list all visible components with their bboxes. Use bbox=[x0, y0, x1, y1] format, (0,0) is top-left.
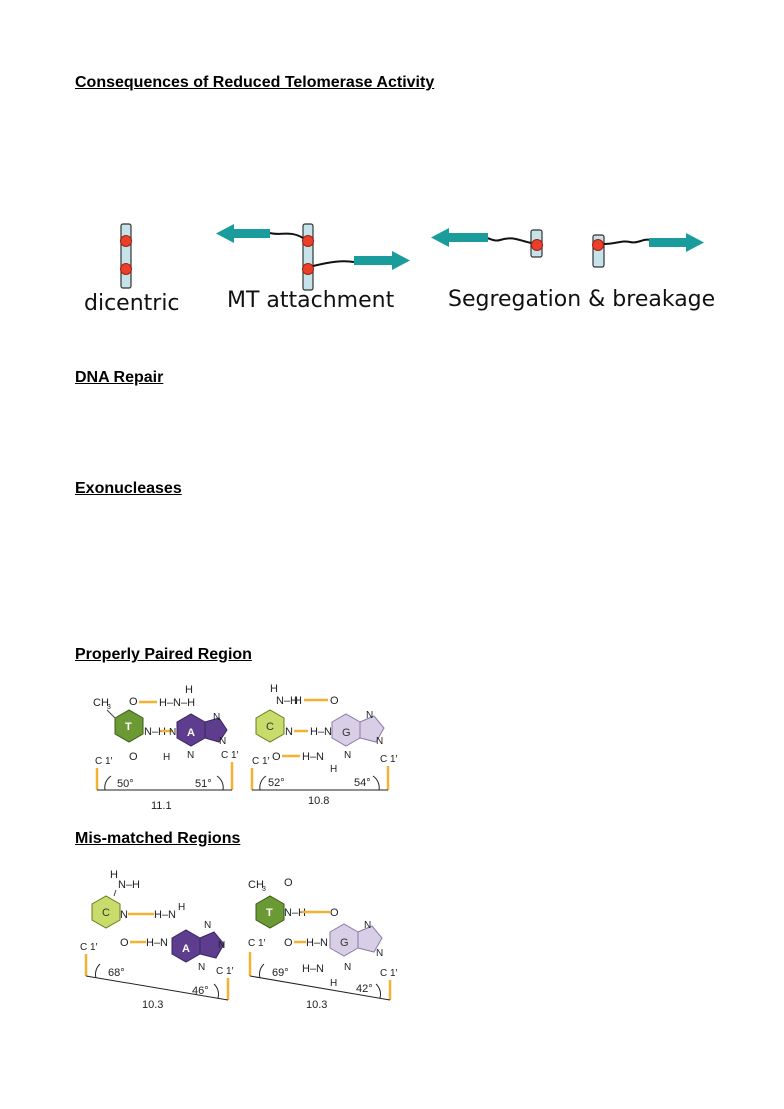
svg-text:C 1′: C 1′ bbox=[252, 756, 270, 767]
label-dicentric: dicentric bbox=[84, 291, 180, 316]
svg-text:3: 3 bbox=[107, 704, 111, 711]
angle-left: 68° bbox=[108, 967, 125, 979]
svg-text:N: N bbox=[120, 909, 128, 921]
c1-distance: 11.1 bbox=[151, 800, 172, 812]
svg-text:N: N bbox=[364, 920, 371, 931]
angle-right: 46° bbox=[192, 985, 209, 997]
svg-text:N: N bbox=[366, 710, 373, 721]
base-pair-t-g-mismatch: CH 3 O T N–H O O H–N G N N N H–N H C 1′ … bbox=[248, 877, 398, 1011]
svg-text:H: H bbox=[270, 683, 278, 695]
svg-text:N–H: N–H bbox=[144, 726, 166, 738]
svg-text:N: N bbox=[169, 727, 176, 738]
svg-text:O: O bbox=[330, 695, 339, 707]
heading-exonucleases: Exonucleases bbox=[75, 480, 182, 497]
base-pair-t-a: CH 3 T O H–N–H H N–H O A N N N N H C 1′ … bbox=[93, 684, 239, 812]
svg-text:N: N bbox=[204, 920, 211, 931]
c1-distance: 10.3 bbox=[142, 999, 163, 1011]
svg-text:C 1′: C 1′ bbox=[248, 938, 266, 949]
svg-text:H: H bbox=[178, 902, 185, 913]
svg-text:N: N bbox=[213, 712, 220, 723]
svg-text:H–N: H–N bbox=[146, 937, 168, 949]
svg-text:N: N bbox=[218, 940, 225, 951]
heading-telomerase: Consequences of Reduced Telomerase Activ… bbox=[75, 74, 435, 91]
svg-text:A: A bbox=[187, 727, 195, 739]
right-spindle-arrow bbox=[354, 251, 410, 270]
svg-text:T: T bbox=[125, 721, 132, 733]
svg-text:C 1′: C 1′ bbox=[380, 968, 398, 979]
dicentric-chromosome-figure: dicentric MT attachment Segregation & br… bbox=[84, 223, 715, 316]
dicentric-chromosome bbox=[120, 223, 132, 289]
svg-text:H–N: H–N bbox=[310, 726, 332, 738]
svg-text:H: H bbox=[163, 752, 170, 763]
svg-text:N: N bbox=[198, 962, 205, 973]
svg-text:H: H bbox=[330, 978, 337, 989]
svg-text:N–H: N–H bbox=[276, 695, 298, 707]
svg-text:3: 3 bbox=[262, 886, 266, 893]
svg-text:O: O bbox=[120, 937, 129, 949]
svg-text:H–N: H–N bbox=[302, 963, 324, 975]
svg-text:O: O bbox=[330, 907, 339, 919]
svg-text:O: O bbox=[129, 696, 138, 708]
angle-right: 42° bbox=[356, 983, 373, 995]
svg-text:N: N bbox=[285, 726, 293, 738]
svg-text:H–N: H–N bbox=[302, 751, 324, 763]
svg-text:O: O bbox=[284, 877, 293, 889]
svg-text:C 1′: C 1′ bbox=[95, 756, 113, 767]
svg-text:A: A bbox=[182, 943, 190, 955]
segregation-right-arrow bbox=[649, 233, 704, 252]
angle-right: 51° bbox=[195, 778, 212, 790]
svg-text:H–N–H: H–N–H bbox=[159, 697, 195, 709]
svg-text:N: N bbox=[344, 962, 351, 973]
heading-dna-repair: DNA Repair bbox=[75, 369, 164, 386]
svg-text:N: N bbox=[219, 736, 226, 747]
angle-left: 69° bbox=[272, 967, 289, 979]
svg-text:G: G bbox=[340, 937, 349, 949]
svg-text:C 1′: C 1′ bbox=[221, 750, 239, 761]
broken-chromosome-right bbox=[592, 234, 651, 268]
label-segregation-breakage: Segregation & breakage bbox=[448, 287, 715, 312]
thymine-ring bbox=[114, 709, 144, 743]
angle-left: 52° bbox=[268, 777, 285, 789]
svg-text:H: H bbox=[330, 764, 337, 775]
cytosine-ring bbox=[255, 709, 285, 743]
svg-text:N–H: N–H bbox=[118, 879, 140, 891]
thymine-ring bbox=[255, 895, 285, 929]
svg-text:N: N bbox=[376, 948, 383, 959]
svg-text:H–N: H–N bbox=[154, 909, 176, 921]
svg-text:N: N bbox=[344, 750, 351, 761]
heading-mismatched: Mis-matched Regions bbox=[75, 830, 241, 847]
svg-text:H: H bbox=[110, 869, 118, 881]
broken-chromosome-left bbox=[485, 229, 543, 258]
svg-text:N: N bbox=[376, 736, 383, 747]
angle-right: 54° bbox=[354, 777, 371, 789]
svg-text:CH: CH bbox=[93, 697, 109, 709]
svg-text:C: C bbox=[266, 721, 274, 733]
label-mt-attachment: MT attachment bbox=[227, 288, 395, 313]
svg-text:T: T bbox=[266, 907, 273, 919]
segregation-left-arrow bbox=[431, 228, 488, 247]
base-pair-c-a-mismatch: H N–H C N H–N H O H–N A N N N C 1′ C 1′ … bbox=[80, 869, 234, 1011]
svg-text:O: O bbox=[129, 751, 138, 763]
base-pair-c-g: H N–H H O C N H–N O H–N H G N N N C 1′ C… bbox=[250, 683, 398, 807]
svg-text:H: H bbox=[185, 684, 193, 696]
heading-properly-paired: Properly Paired Region bbox=[75, 646, 252, 663]
svg-text:H–N: H–N bbox=[306, 937, 328, 949]
svg-text:N–H: N–H bbox=[284, 907, 306, 919]
cytosine-ring bbox=[91, 895, 121, 929]
svg-text:CH: CH bbox=[248, 879, 264, 891]
svg-text:C: C bbox=[102, 907, 110, 919]
svg-text:H: H bbox=[294, 695, 302, 707]
svg-text:G: G bbox=[342, 727, 351, 739]
left-spindle-arrow bbox=[216, 224, 270, 243]
svg-text:N: N bbox=[187, 750, 194, 761]
svg-text:O: O bbox=[284, 937, 293, 949]
svg-text:C 1′: C 1′ bbox=[380, 754, 398, 765]
c1-distance: 10.8 bbox=[308, 795, 329, 807]
mt-attachment-chromosome bbox=[269, 223, 355, 291]
svg-text:C 1′: C 1′ bbox=[80, 942, 98, 953]
svg-text:O: O bbox=[272, 751, 281, 763]
angle-left: 50° bbox=[117, 778, 134, 790]
c1-distance: 10.3 bbox=[306, 999, 327, 1011]
svg-text:C 1′: C 1′ bbox=[216, 966, 234, 977]
